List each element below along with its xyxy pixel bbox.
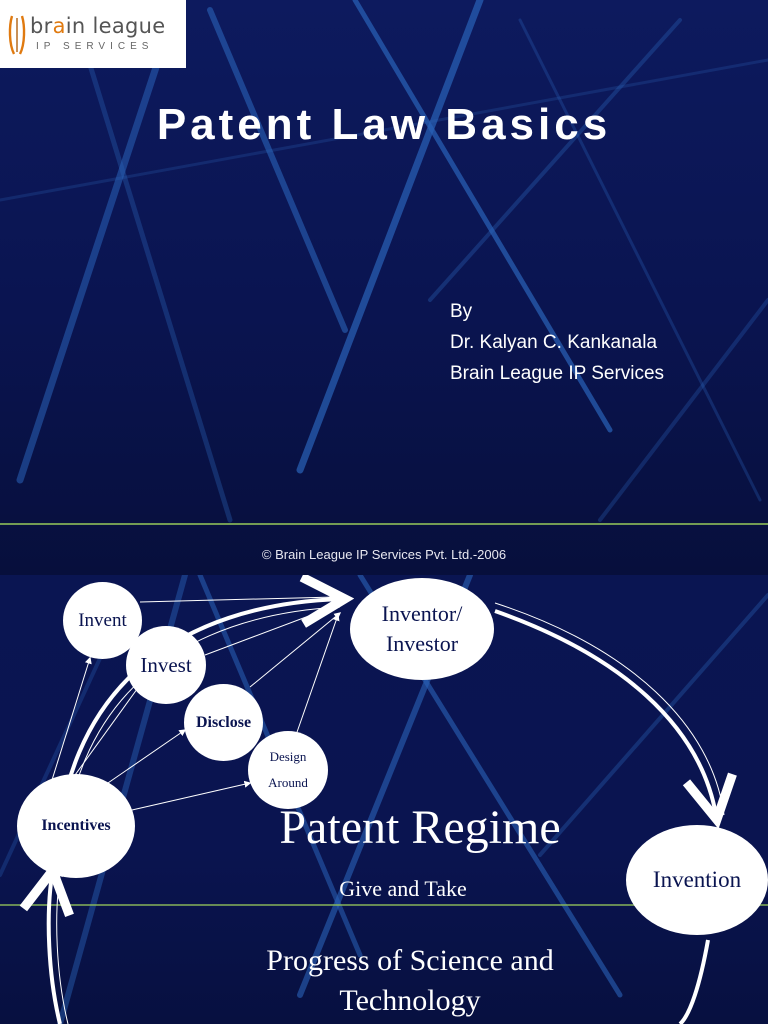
node-invention: Invention xyxy=(626,825,768,935)
node-inventor-investor: Inventor/ Investor xyxy=(350,578,494,680)
slide-title: Patent Law Basics xyxy=(156,100,612,149)
node-invent: Invent xyxy=(63,582,142,659)
author-name: Dr. Kalyan C. Kankanala xyxy=(450,332,658,353)
author-organization: Brain League IP Services xyxy=(450,363,665,384)
node-incentives: Incentives xyxy=(17,774,135,878)
background-streaks xyxy=(0,0,768,525)
cycle-arrow-bottom-right xyxy=(678,939,710,1024)
cycle-arrow-top-right xyxy=(494,609,716,815)
node-disclose: Disclose xyxy=(184,684,263,761)
cycle-arrow-bottom-left xyxy=(49,875,60,1024)
node-inventor-line1: Inventor/ xyxy=(381,601,463,626)
node-design-around-line2: Around xyxy=(268,775,308,790)
patent-regime-slide: Invent Invest Disclose Design Around Inc… xyxy=(0,575,768,1024)
progress-line2: Technology xyxy=(339,984,481,1017)
logo-brand-text: brain league xyxy=(30,14,166,38)
node-inventor-line2: Investor xyxy=(385,631,459,656)
progress-line1: Progress of Science and xyxy=(266,944,554,977)
progress-statement: Progress of Science and Technology xyxy=(220,941,600,1021)
copyright-footer: © Brain League IP Services Pvt. Ltd.-200… xyxy=(261,547,507,562)
node-design-around: Design Around xyxy=(248,731,328,809)
patent-regime-heading: Patent Regime xyxy=(279,801,561,854)
logo-tagline: IP SERVICES xyxy=(36,41,154,52)
give-and-take-subheading: Give and Take xyxy=(339,876,467,901)
title-slide: brain league IP SERVICES Patent Law Basi… xyxy=(0,0,768,575)
logo-mark-icon xyxy=(8,15,26,55)
node-invest: Invest xyxy=(126,626,206,704)
author-block: By Dr. Kalyan C. Kankanala Brain League … xyxy=(450,296,664,389)
byline-by: By xyxy=(450,301,473,322)
brain-league-logo: brain league IP SERVICES xyxy=(0,0,186,68)
node-design-around-line1: Design xyxy=(269,749,307,764)
